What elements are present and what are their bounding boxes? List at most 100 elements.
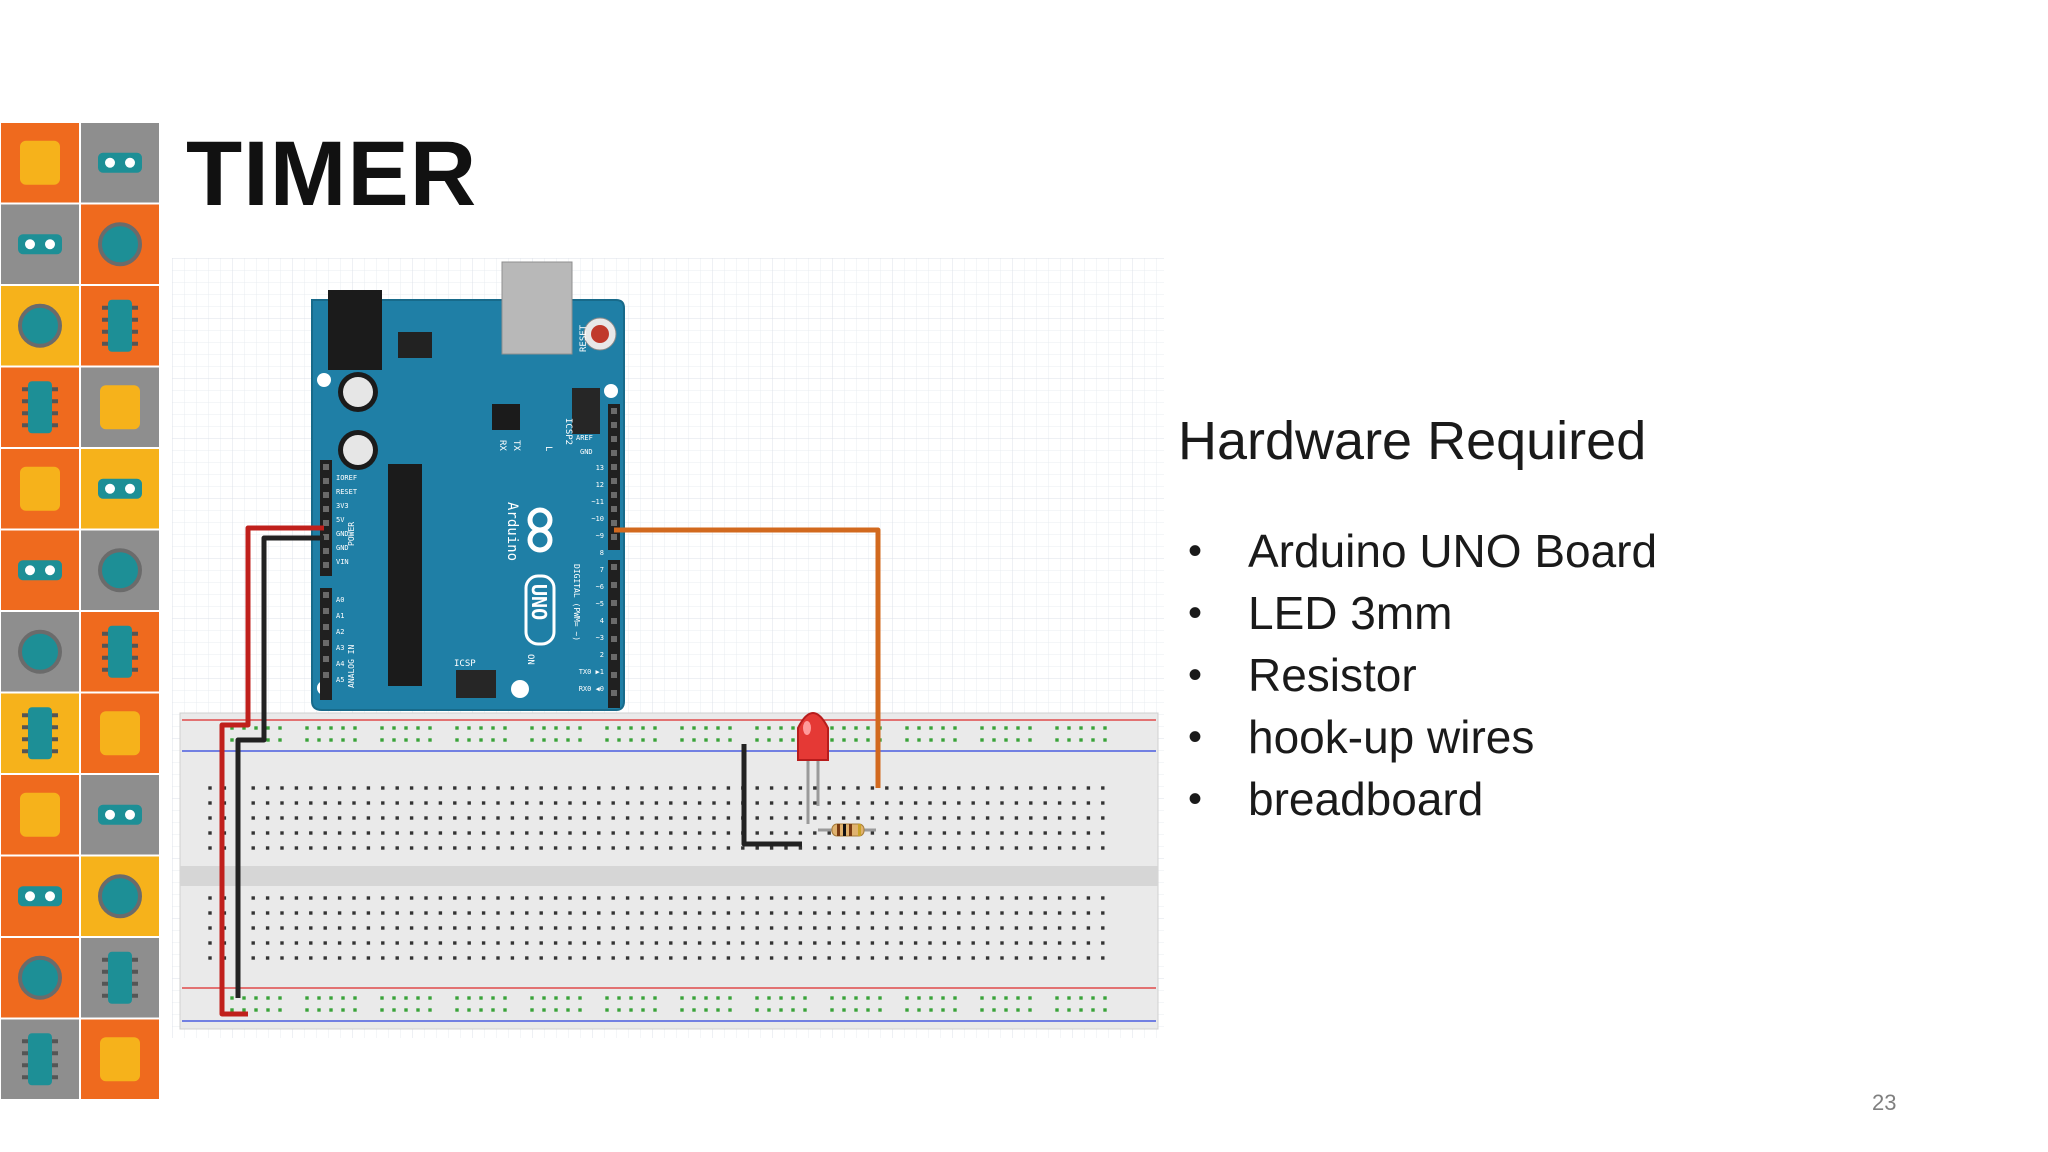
breadboard-hole (942, 941, 947, 945)
breadboard-hole (566, 738, 570, 742)
arduino-uno-board: RESET ICSP2 ICSP TX RX L ON Arduino UNO … (311, 261, 625, 711)
breadboard-hole (278, 726, 282, 730)
breadboard-hole (578, 1008, 582, 1012)
usb-connector (501, 261, 573, 355)
breadboard-hole (553, 956, 558, 960)
breadboard-hole (337, 801, 342, 805)
breadboard-hole (942, 896, 947, 900)
header-pin (323, 520, 329, 526)
breadboard-hole (309, 896, 313, 900)
decorative-side-pattern (0, 122, 160, 1100)
breadboard-hole (957, 911, 961, 915)
breadboard-hole (481, 911, 486, 915)
breadboard-hole (798, 801, 803, 805)
breadboard-hole (208, 896, 212, 900)
breadboard-hole (491, 1008, 495, 1012)
breadboard-hole (957, 816, 961, 820)
breadboard-hole (542, 738, 546, 742)
hookup-wires (219, 525, 881, 1017)
hardware-list: Arduino UNO Board LED 3mm Resistor hook-… (1188, 520, 1657, 830)
digital-pin-label: ~5 (596, 600, 604, 608)
digital-pin-label: ~6 (596, 583, 604, 591)
breadboard-hole (769, 956, 774, 960)
breadboard-hole (1079, 996, 1083, 1000)
breadboard-hole (885, 846, 889, 850)
breadboard-hole (692, 1008, 696, 1012)
breadboard-hole (980, 726, 984, 730)
breadboard-hole (496, 831, 500, 835)
header-pin (611, 600, 617, 606)
breadboard-hole (798, 896, 803, 900)
power-pin-label: GND (336, 530, 349, 538)
breadboard-hole (929, 738, 933, 742)
breadboard-hole (453, 896, 457, 900)
breadboard-hole (841, 816, 846, 820)
breadboard-hole (917, 1008, 921, 1012)
breadboard-hole (1028, 996, 1032, 1000)
breadboard-hole (366, 846, 371, 850)
breadboard-hole (525, 801, 529, 805)
breadboard (179, 712, 1159, 1030)
breadboard-hole (611, 911, 615, 915)
breadboard-hole (438, 926, 443, 930)
breadboard-hole (266, 1008, 270, 1012)
digital-pin-label: 8 (600, 549, 604, 557)
breadboard-hole (856, 956, 860, 960)
breadboard-hole (827, 786, 831, 790)
breadboard-hole (381, 801, 385, 805)
breadboard-hole (337, 896, 342, 900)
breadboard-hole (980, 996, 984, 1000)
breadboard-hole (352, 911, 356, 915)
breadboard-hole (899, 846, 903, 850)
breadboard-hole (1067, 726, 1071, 730)
breadboard-hole (827, 801, 831, 805)
breadboard-hole (317, 996, 321, 1000)
breadboard-hole (854, 726, 858, 730)
breadboard-hole (1043, 911, 1047, 915)
breadboard-hole (242, 1008, 246, 1012)
breadboard-hole (381, 956, 385, 960)
breadboard-hole (854, 738, 858, 742)
breadboard-hole (654, 956, 659, 960)
breadboard-hole (716, 726, 720, 730)
breadboard-hole (530, 1008, 534, 1012)
breadboard-hole (654, 896, 659, 900)
header-pin (611, 654, 617, 660)
breadboard-hole (525, 956, 529, 960)
breadboard-hole (309, 786, 313, 790)
breadboard-hole (712, 896, 716, 900)
breadboard-hole (553, 831, 558, 835)
breadboard-hole (899, 941, 903, 945)
microcontroller-chip (388, 464, 422, 686)
breadboard-hole (827, 846, 831, 850)
breadboard-hole (542, 1008, 546, 1012)
breadboard-hole (305, 996, 309, 1000)
breadboard-hole (510, 816, 515, 820)
breadboard-hole (1091, 726, 1095, 730)
breadboard-hole (953, 726, 957, 730)
breadboard-hole (755, 801, 759, 805)
led-3mm (797, 712, 829, 824)
breadboard-hole (409, 846, 414, 850)
breadboard-hole (985, 896, 990, 900)
breadboard-hole (479, 726, 483, 730)
breadboard-hole (942, 786, 947, 790)
breadboard-hole (697, 896, 702, 900)
digital-pin-label: ~10 (591, 515, 604, 523)
breadboard-hole (779, 996, 783, 1000)
breadboard-hole (941, 996, 945, 1000)
breadboard-hole (380, 1008, 384, 1012)
breadboard-hole (625, 896, 630, 900)
hardware-item-breadboard: breadboard (1188, 768, 1657, 830)
breadboard-hole (813, 926, 817, 930)
breadboard-hole (1072, 926, 1076, 930)
breadboard-hole (913, 896, 918, 900)
breadboard-hole (841, 801, 846, 805)
breadboard-hole (294, 786, 299, 790)
breadboard-hole (366, 786, 371, 790)
breadboard-hole (578, 738, 582, 742)
breadboard-hole (683, 801, 687, 805)
breadboard-hole (438, 831, 443, 835)
breadboard-hole (741, 941, 745, 945)
breadboard-hole (885, 941, 889, 945)
